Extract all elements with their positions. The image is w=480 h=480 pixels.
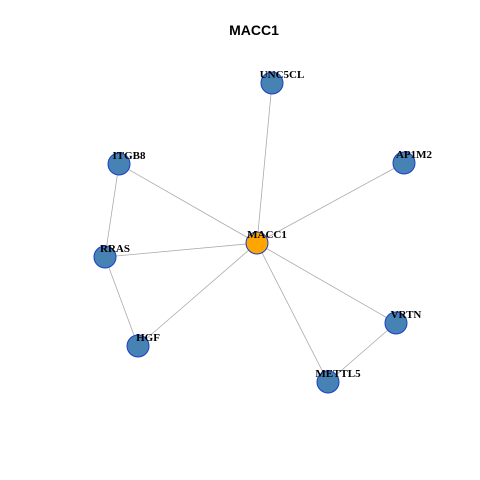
node-label-itgb8: ITGB8 <box>112 150 146 162</box>
node-hgf <box>126 334 150 358</box>
node-unc5cl <box>260 71 284 95</box>
edge-macc1-rras <box>104 242 258 258</box>
node-rras <box>93 245 117 269</box>
node-label-rras: RRAS <box>100 243 130 255</box>
node-label-mettl5: METTL5 <box>315 368 361 380</box>
node-itgb8 <box>107 152 131 176</box>
edge-macc1-itgb8 <box>118 163 258 244</box>
node-mettl5 <box>316 370 340 394</box>
node-label-hgf: HGF <box>136 332 160 344</box>
node-label-unc5cl: UNC5CL <box>260 69 305 81</box>
edge-macc1-unc5cl <box>256 82 273 244</box>
node-ap1m2 <box>392 151 416 175</box>
node-macc1 <box>245 231 269 255</box>
edge-macc1-ap1m2 <box>256 162 405 244</box>
edge-itgb8-rras <box>104 163 120 258</box>
node-label-vrtn: VRTN <box>391 309 422 321</box>
node-label-macc1: MACC1 <box>247 229 287 241</box>
edge-macc1-hgf <box>137 242 258 347</box>
edge-vrtn-mettl5 <box>327 322 397 383</box>
edge-macc1-mettl5 <box>256 242 329 383</box>
edge-rras-hgf <box>104 256 139 347</box>
node-label-ap1m2: AP1M2 <box>396 149 433 161</box>
node-layer <box>93 71 416 394</box>
edge-layer <box>104 82 405 383</box>
node-vrtn <box>384 311 408 335</box>
edge-macc1-vrtn <box>256 242 397 324</box>
graph-title: MACC1 <box>229 22 279 38</box>
